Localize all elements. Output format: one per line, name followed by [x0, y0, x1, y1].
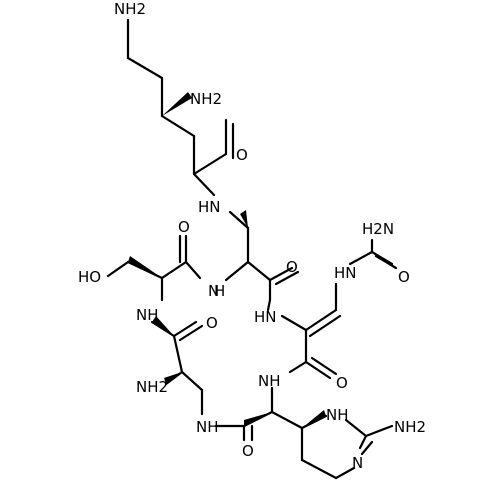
label-nh-bottom-right: NH — [258, 372, 281, 390]
label-nh-chain: HN — [198, 198, 221, 216]
label-nh2-dap: NH2 — [136, 378, 168, 396]
stereo-wedges — [128, 92, 326, 428]
label-o-urea: O — [398, 268, 410, 286]
label-h-ser: H — [214, 282, 225, 300]
label-nh-pyr: NH — [326, 406, 349, 424]
label-oh: HO — [78, 268, 101, 286]
label-o-ser-amide: O — [178, 218, 190, 236]
label-nh2-pyr: NH2 — [394, 418, 426, 436]
label-nh2-top: NH2 — [114, 0, 146, 18]
label-o-left: O — [206, 314, 218, 332]
label-nh2-chain: NH2 — [190, 90, 222, 108]
label-o-bottom: O — [242, 442, 254, 460]
label-n-pyr: N — [352, 454, 363, 472]
label-h2n-urea: H2N — [362, 220, 394, 238]
label-nh-urea: HN — [334, 264, 357, 282]
label-o-chain-amide: O — [236, 146, 248, 164]
label-o-top-ring: O — [286, 258, 298, 276]
label-n-ser: N — [208, 282, 219, 300]
bond-lines — [106, 18, 398, 480]
label-nh-ring: NH — [196, 418, 219, 436]
label-nh-left: NH — [136, 306, 159, 324]
label-nh-mid: HN — [254, 308, 277, 326]
atom-labels: NH2 NH2 O HN O N H O H2N O HN HO NH O HN… — [78, 0, 426, 472]
label-o-right: O — [336, 374, 348, 392]
